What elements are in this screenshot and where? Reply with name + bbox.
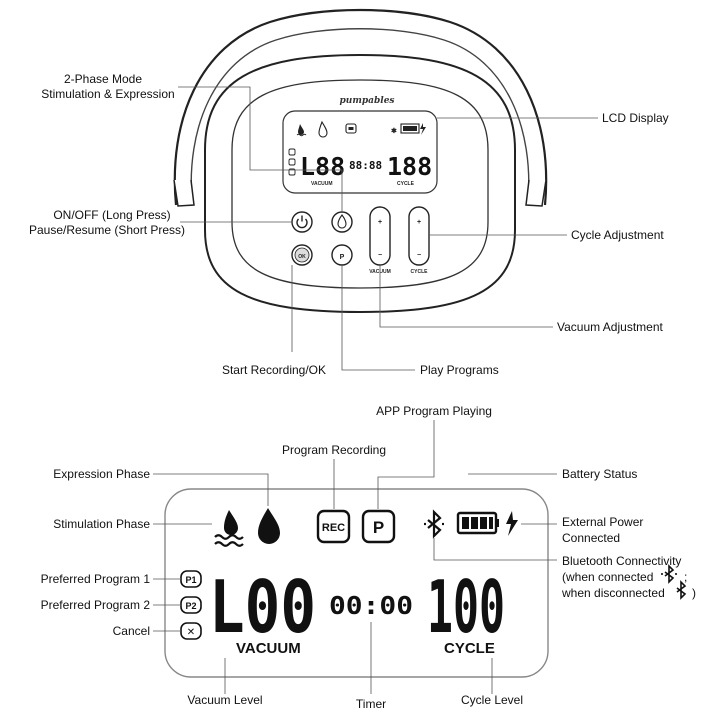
callout-battery-status: Battery Status [562,467,637,481]
small-bluetooth-icon: ✱ [391,127,397,135]
callout-preferred-program-1: Preferred Program 1 [41,572,151,586]
cycle-minus[interactable]: − [417,252,421,259]
expression-phase-icon [258,508,280,544]
small-stimulation-icon [298,124,304,135]
callout-expression-phase: Expression Phase [53,467,150,481]
brand-logo: pumpables [340,96,395,106]
pump-device: pumpables ✱ L88 88:88 188 VACUUM CYCLE [173,8,548,314]
timer-digits: 00:00 [329,591,413,620]
callout-bluetooth-line3: when disconnected [561,586,665,600]
cycle-label: CYCLE [444,640,495,657]
play-button[interactable]: P [331,244,353,266]
bottom-leaders [153,420,557,694]
cycle-digits: 100 [427,565,505,649]
top-leaders [178,86,598,371]
small-lcd [282,110,438,194]
small-timer: 88:88 [349,159,382,172]
cycle-adjust-button[interactable]: + − [408,206,430,266]
callout-lcd-display: LCD Display [602,111,669,125]
vacuum-adjust-button[interactable]: + − [369,206,391,266]
p2-label: P2 [185,601,196,611]
small-cycle-label: CYCLE [397,181,415,187]
callout-bluetooth-line3-end: ) [692,586,696,600]
small-expression-icon [318,120,328,138]
callout-external-power-line1: External Power [562,515,643,529]
small-lcd-icons: ✱ [296,120,426,138]
handle-cap-right [525,179,547,207]
small-vacuum-digits: L88 [300,152,345,181]
callout-stimulation-phase: Stimulation Phase [53,517,150,531]
play-label: P [340,254,345,261]
p2-badge: P2 [180,596,202,614]
cancel-badge: ✕ [180,622,202,640]
external-power-icon [506,511,518,536]
handle-inner [190,28,530,204]
p1-badge: P1 [180,570,202,588]
cancel-symbol: ✕ [187,627,195,638]
small-vacuum-label: VACUUM [311,181,333,187]
callout-start-recording: Start Recording/OK [222,363,326,377]
callout-phase-mode-line2: Stimulation & Expression [41,87,174,101]
callout-bluetooth-line2-end: ; [684,570,687,584]
bluetooth-disconnected-icon [676,580,687,600]
callout-app-program-playing: APP Program Playing [376,404,492,418]
callout-cancel: Cancel [113,624,150,638]
vacuum-digits: L00 [209,565,316,649]
vacuum-plus[interactable]: + [378,219,382,226]
bluetooth-connected-icon [661,564,677,584]
callout-onoff-line2: Pause/Resume (Short Press) [29,223,185,237]
cycle-plus[interactable]: + [417,219,421,226]
ok-label: OK [298,254,306,260]
vacuum-minus[interactable]: − [378,252,382,259]
callout-external-power-line2: Connected [562,531,620,545]
handle-outer [173,8,548,206]
app-program-indicator: P [361,509,396,544]
callout-program-recording: Program Recording [282,443,386,457]
callout-timer: Timer [356,697,386,711]
stimulation-phase-icon [214,510,244,547]
callout-vacuum-adjustment: Vacuum Adjustment [557,320,663,334]
callout-vacuum-level: Vacuum Level [187,693,262,707]
power-icon [296,218,308,229]
callout-bluetooth-line1: Bluetooth Connectivity [562,554,681,568]
p1-label: P1 [185,575,196,585]
callout-cycle-adjustment: Cycle Adjustment [571,228,664,242]
rec-label: REC [322,522,345,534]
callout-bluetooth-line2: (when connected [562,570,653,584]
bluetooth-icon [424,509,444,539]
handle-cap-left [173,179,195,207]
vacuum-label: VACUUM [236,640,301,657]
callout-phase-mode-line1: 2-Phase Mode [64,72,142,86]
phase-mode-button[interactable] [331,211,353,233]
small-power-icon [420,123,426,135]
callout-cycle-level: Cycle Level [461,693,523,707]
cycle-button-label: CYCLE [411,269,429,275]
callout-onoff-line1: ON/OFF (Long Press) [53,208,170,222]
small-cycle-digits: 188 [387,152,432,181]
p-label: P [373,518,384,537]
droplet-icon [337,214,347,229]
rec-indicator: REC [316,509,351,544]
callout-preferred-program-2: Preferred Program 2 [41,598,151,612]
ok-button[interactable]: OK [291,244,313,266]
power-button[interactable] [291,211,313,233]
small-lcd-programs [288,148,296,176]
battery-icon [456,511,499,535]
callout-play-programs: Play Programs [420,363,499,377]
